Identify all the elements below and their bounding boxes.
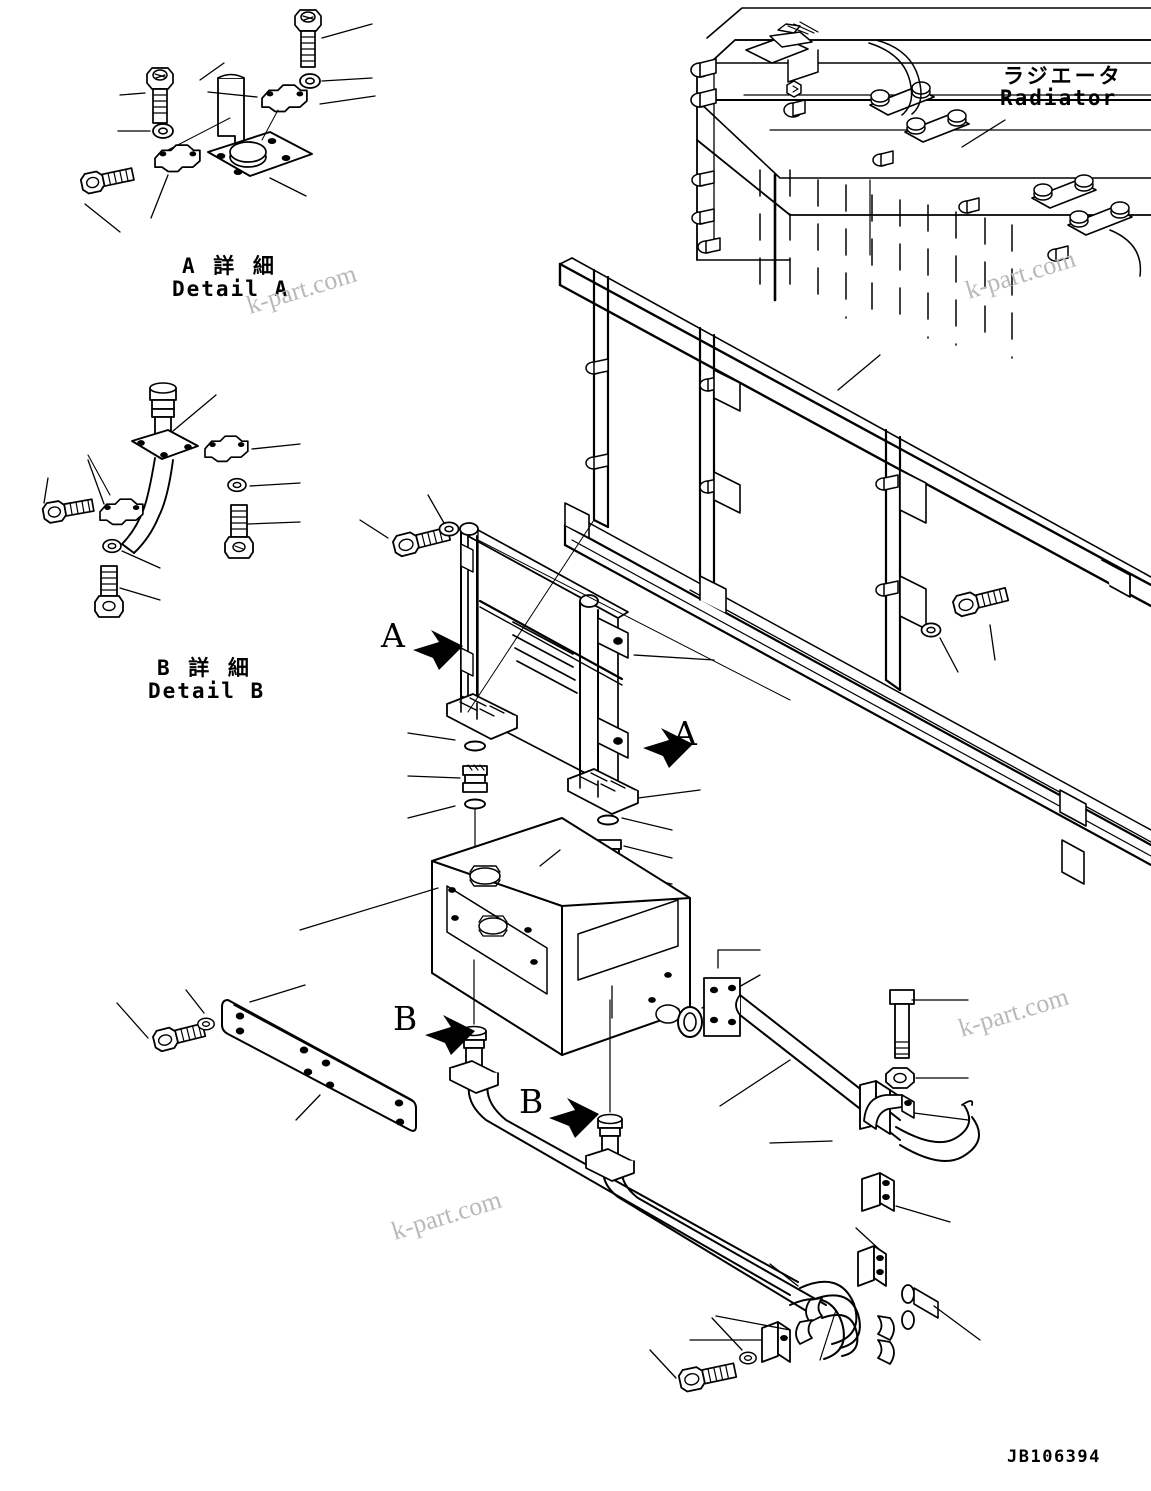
oil-cooler-panel-group (446, 519, 791, 815)
lower-hose-group (449, 959, 981, 1393)
manifold-tank-group (299, 817, 691, 1056)
section-arrows (413, 630, 693, 1138)
detail-b-label-jp: B 詳 細 (157, 656, 252, 680)
radiator-group (690, 7, 1151, 359)
section-marker-a-2: A (673, 714, 697, 753)
detail-a-label-jp: A 詳 細 (182, 254, 277, 278)
cover-plate-group (116, 984, 417, 1132)
radiator-label-en: Radiator (1000, 86, 1118, 110)
section-marker-a-1: A (381, 616, 405, 655)
section-marker-b-1: B (393, 999, 418, 1038)
part-number-label: JB106394 (1007, 1447, 1101, 1467)
detail-a-label-en: Detail A (172, 277, 290, 301)
guard-frame-group (359, 257, 1151, 885)
detail-b-label-en: Detail B (148, 679, 266, 703)
radiator-label-jp: ラジエータ (1003, 64, 1123, 88)
flanged-tube-group (677, 949, 981, 1223)
detail-b-group (41, 382, 301, 618)
section-marker-b-2: B (519, 1082, 544, 1121)
detail-a-group (79, 9, 376, 233)
